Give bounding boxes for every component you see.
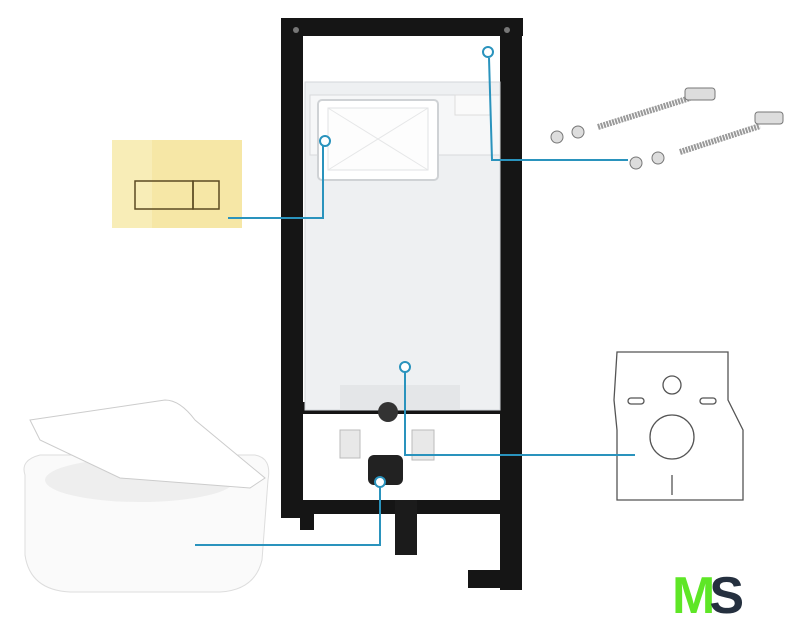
- toilet-bowl: [23, 399, 270, 593]
- logo-letter-s: S: [709, 567, 744, 625]
- logo-letter-m: M: [672, 567, 715, 625]
- mounting-bolts: [550, 87, 784, 170]
- sound-insulation-mat: [613, 351, 744, 501]
- brand-logo: MS: [672, 567, 744, 625]
- cistern: [304, 81, 501, 422]
- flush-plate: [112, 140, 242, 228]
- callout-lines: [195, 46, 635, 546]
- drain-pipe: [339, 429, 435, 555]
